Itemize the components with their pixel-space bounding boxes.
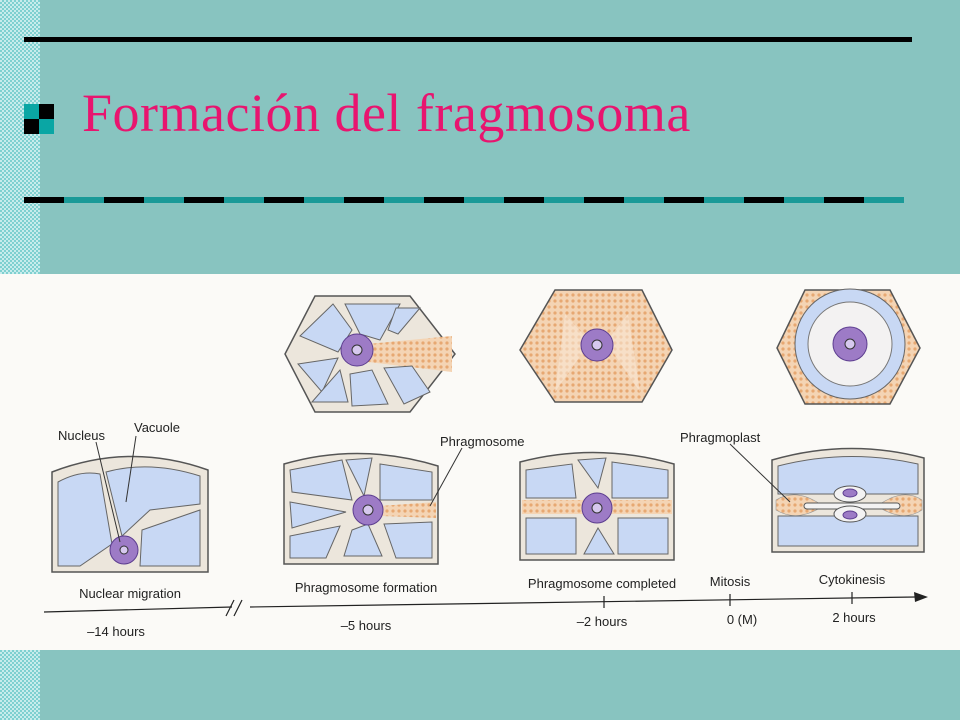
top-view-phragmosome-completed bbox=[519, 289, 673, 403]
cell-division-figure: Nucleus Vacuole Phragmosome Phragmoplast… bbox=[0, 274, 960, 650]
cell-nuclear-migration bbox=[51, 455, 209, 573]
timeline bbox=[43, 592, 928, 617]
dashed-divider-line bbox=[24, 197, 904, 203]
stage-name-nuclear-migration: Nuclear migration bbox=[79, 586, 181, 601]
cell-phragmosome-formation bbox=[283, 452, 439, 565]
top-view-cytokinesis bbox=[776, 288, 921, 405]
label-nucleus: Nucleus bbox=[58, 428, 105, 443]
label-phragmosome: Phragmosome bbox=[440, 434, 525, 449]
top-view-phragmosome-formation bbox=[284, 295, 456, 413]
stage-time-phragmosome-completed: –2 hours bbox=[577, 614, 628, 629]
figure-svg: Nucleus Vacuole Phragmosome Phragmoplast… bbox=[43, 288, 928, 639]
stage-name-phragmosome-completed: Phragmosome completed bbox=[528, 576, 676, 591]
stage-time-phragmosome-formation: –5 hours bbox=[341, 618, 392, 633]
label-phragmoplast: Phragmoplast bbox=[680, 430, 761, 445]
leader-lines bbox=[95, 435, 791, 543]
label-vacuole: Vacuole bbox=[134, 420, 180, 435]
timeline-arrow-icon bbox=[914, 592, 928, 602]
stage-time-nuclear-migration: –14 hours bbox=[87, 624, 145, 639]
stage-name-mitosis: Mitosis bbox=[710, 574, 751, 589]
top-divider-line bbox=[24, 37, 912, 42]
slide-title: Formación del fragmosoma bbox=[82, 83, 691, 143]
stage-name-cytokinesis: Cytokinesis bbox=[819, 572, 886, 587]
cell-phragmosome-completed bbox=[519, 451, 675, 561]
cell-cytokinesis bbox=[771, 447, 925, 553]
title-bullet-icon bbox=[24, 104, 54, 134]
stage-time-mitosis: 0 (M) bbox=[727, 612, 757, 627]
stage-name-phragmosome-formation: Phragmosome formation bbox=[295, 580, 437, 595]
stage-time-cytokinesis: 2 hours bbox=[832, 610, 876, 625]
